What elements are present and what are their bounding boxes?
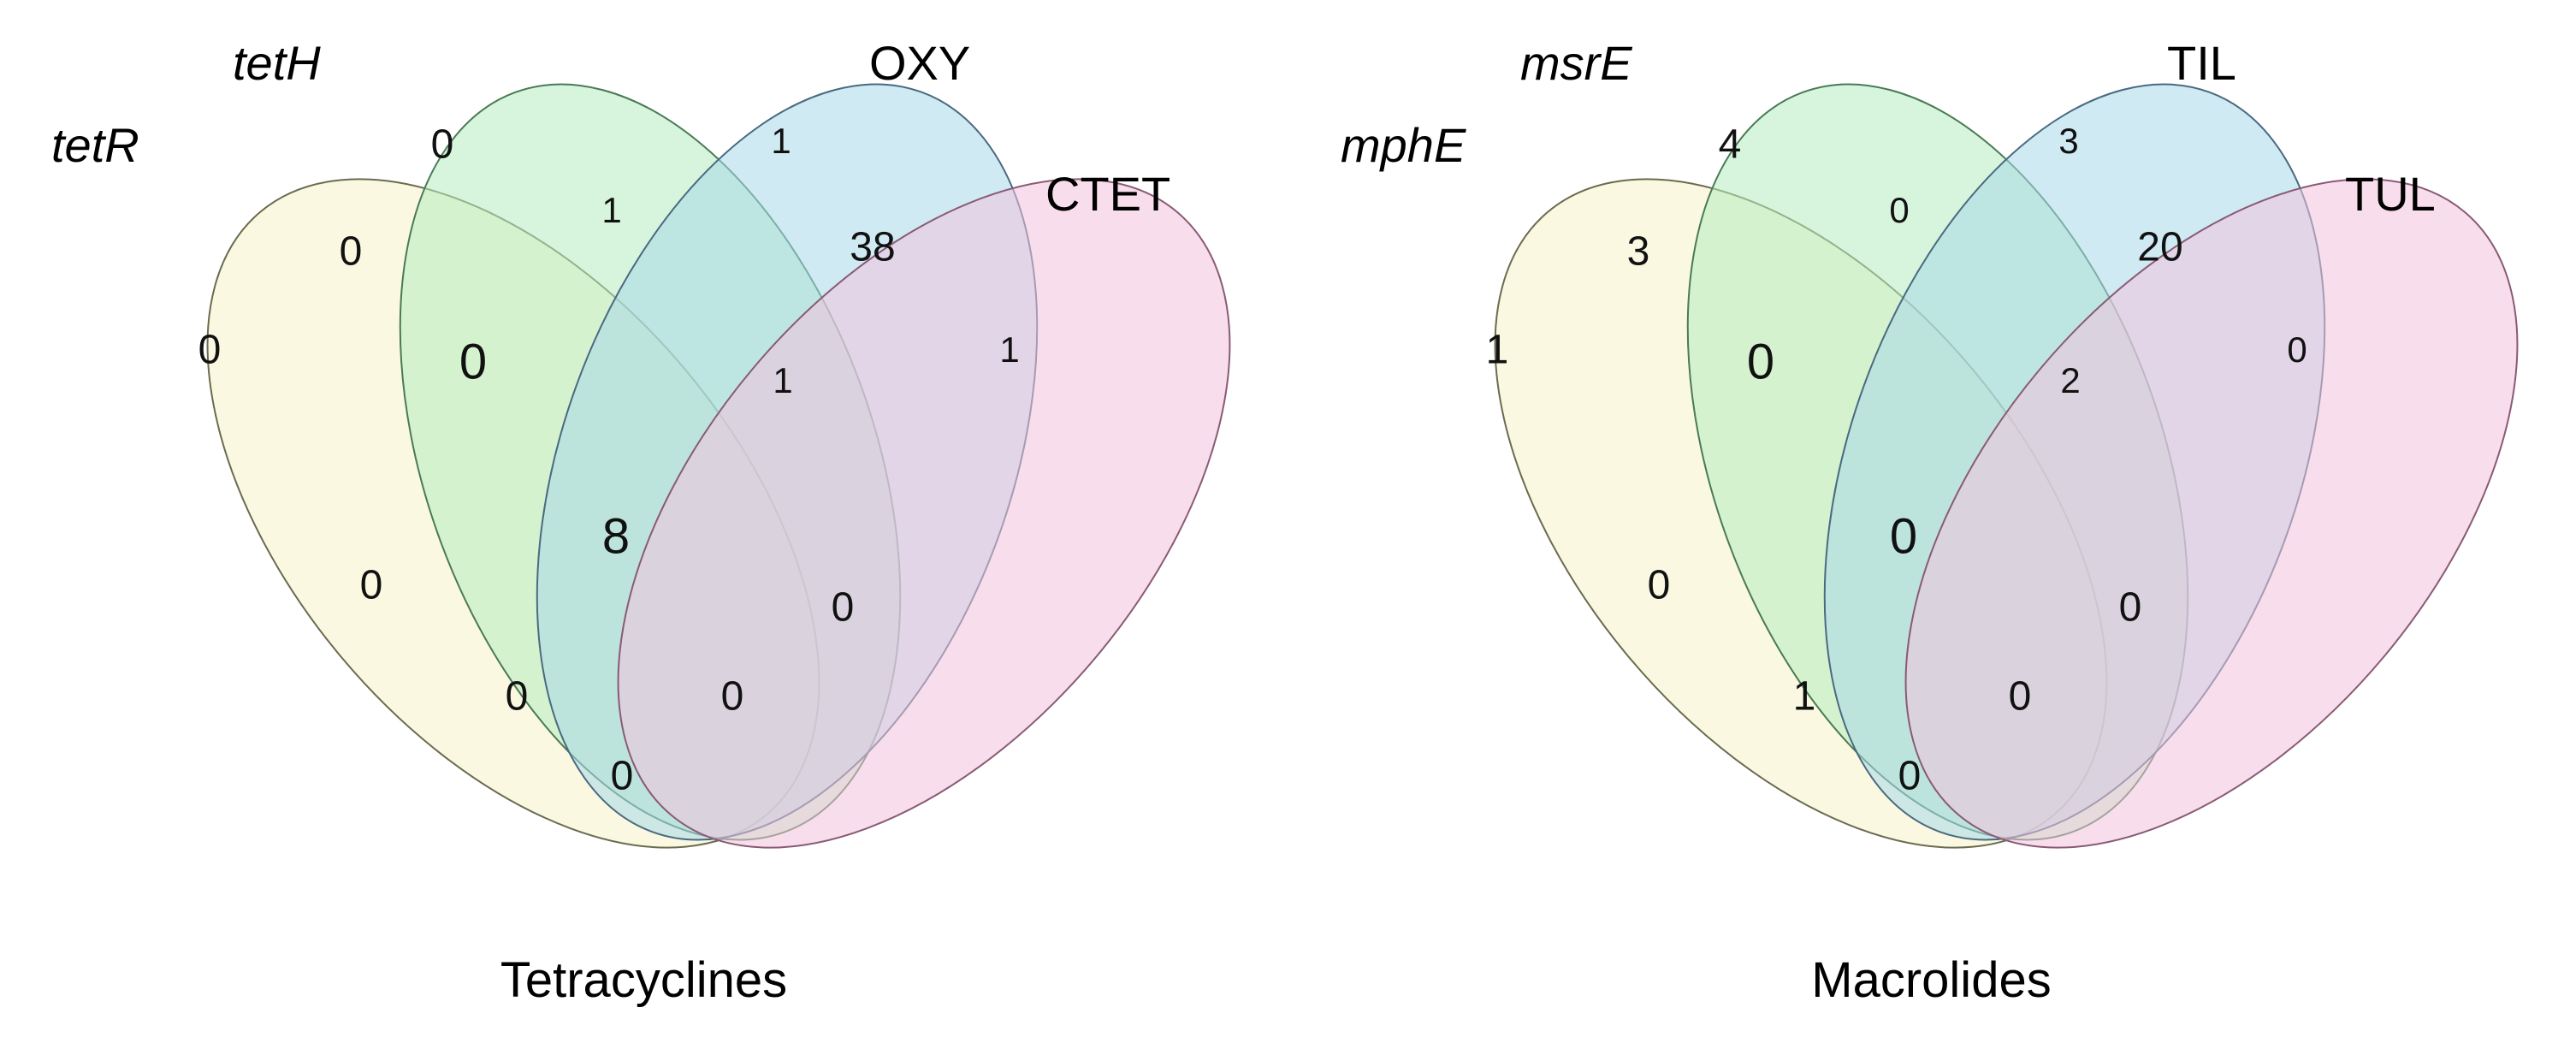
venn-ellipse-CTET xyxy=(617,178,1231,849)
venn-count-mphE-msrE-TUL: 0 xyxy=(2009,674,2032,720)
venn-count-mphE-TIL-TUL: 1 xyxy=(1793,674,1816,720)
venn-count-tetH-CTET: 0 xyxy=(832,585,855,631)
venn-count-tetR-tetH-CTET: 0 xyxy=(721,674,744,720)
venn-count-CTET-only: 1 xyxy=(999,329,1019,370)
venn-count-TIL-only: 3 xyxy=(2058,121,2078,161)
venn-diagram-tetracyclines: tetR tetH OXY CTET 0 0 1 1 0 1 38 0 1 0 8 0 0 0 0 xyxy=(51,36,1231,849)
venn-panel-tetracyclines: tetR tetH OXY CTET 0 0 1 1 0 1 38 0 1 0 8 0 0 0 0 Tetracyc… xyxy=(51,36,1231,1008)
venn-count-msrE-only: 4 xyxy=(1719,122,1742,168)
venn-count-tetR-CTET: 0 xyxy=(611,754,634,799)
venn-count-tetR-tetH: 0 xyxy=(340,229,363,275)
venn-count-mphE-TUL: 0 xyxy=(1898,754,1922,799)
set-label-OXY: OXY xyxy=(869,36,970,90)
venn-ellipse-TUL xyxy=(1904,178,2519,849)
venn-count-tetH-only: 0 xyxy=(431,122,454,168)
venn-count-tetR-OXY-CTET: 0 xyxy=(506,674,529,720)
venn-count-TIL-TUL: 20 xyxy=(2137,225,2182,270)
venn-count-TUL-only: 0 xyxy=(2287,329,2307,370)
venn-count-tetR-only: 0 xyxy=(198,328,222,373)
venn-count-mphE-msrE-TIL: 0 xyxy=(1747,334,1774,389)
venn-count-tetH-OXY: 1 xyxy=(601,190,621,230)
set-label-mphE: mphE xyxy=(1341,118,1466,172)
set-label-msrE: msrE xyxy=(1520,36,1632,90)
set-label-tetH: tetH xyxy=(233,36,321,90)
venn-count-mphE-only: 1 xyxy=(1486,328,1509,373)
venn-count-OXY-only: 1 xyxy=(771,121,791,161)
venn-count-tetR-OXY: 0 xyxy=(360,563,383,608)
venn-count-mphE-msrE-TIL-TUL: 0 xyxy=(1890,508,1917,564)
set-label-TIL: TIL xyxy=(2167,36,2236,90)
venn-count-tetR-tetH-OXY: 0 xyxy=(459,334,487,389)
set-label-CTET: CTET xyxy=(1045,167,1170,221)
venn-count-msrE-TIL-TUL: 2 xyxy=(2060,360,2080,400)
venn-count-msrE-TIL: 0 xyxy=(1889,190,1909,230)
set-label-tetR: tetR xyxy=(51,118,139,172)
venn-count-tetH-OXY-CTET: 1 xyxy=(773,360,792,400)
venn-count-msrE-TUL: 0 xyxy=(2119,585,2142,631)
venn-count-mphE-msrE: 3 xyxy=(1627,229,1650,275)
panel-caption-tetracyclines: Tetracyclines xyxy=(500,952,788,1008)
venn-count-mphE-TIL: 0 xyxy=(1648,563,1671,608)
set-label-TUL: TUL xyxy=(2345,167,2436,221)
venn-count-tetR-tetH-OXY-CTET: 8 xyxy=(602,508,630,564)
venn-count-OXY-CTET: 38 xyxy=(850,225,895,270)
panel-caption-macrolides: Macrolides xyxy=(1811,952,2052,1008)
